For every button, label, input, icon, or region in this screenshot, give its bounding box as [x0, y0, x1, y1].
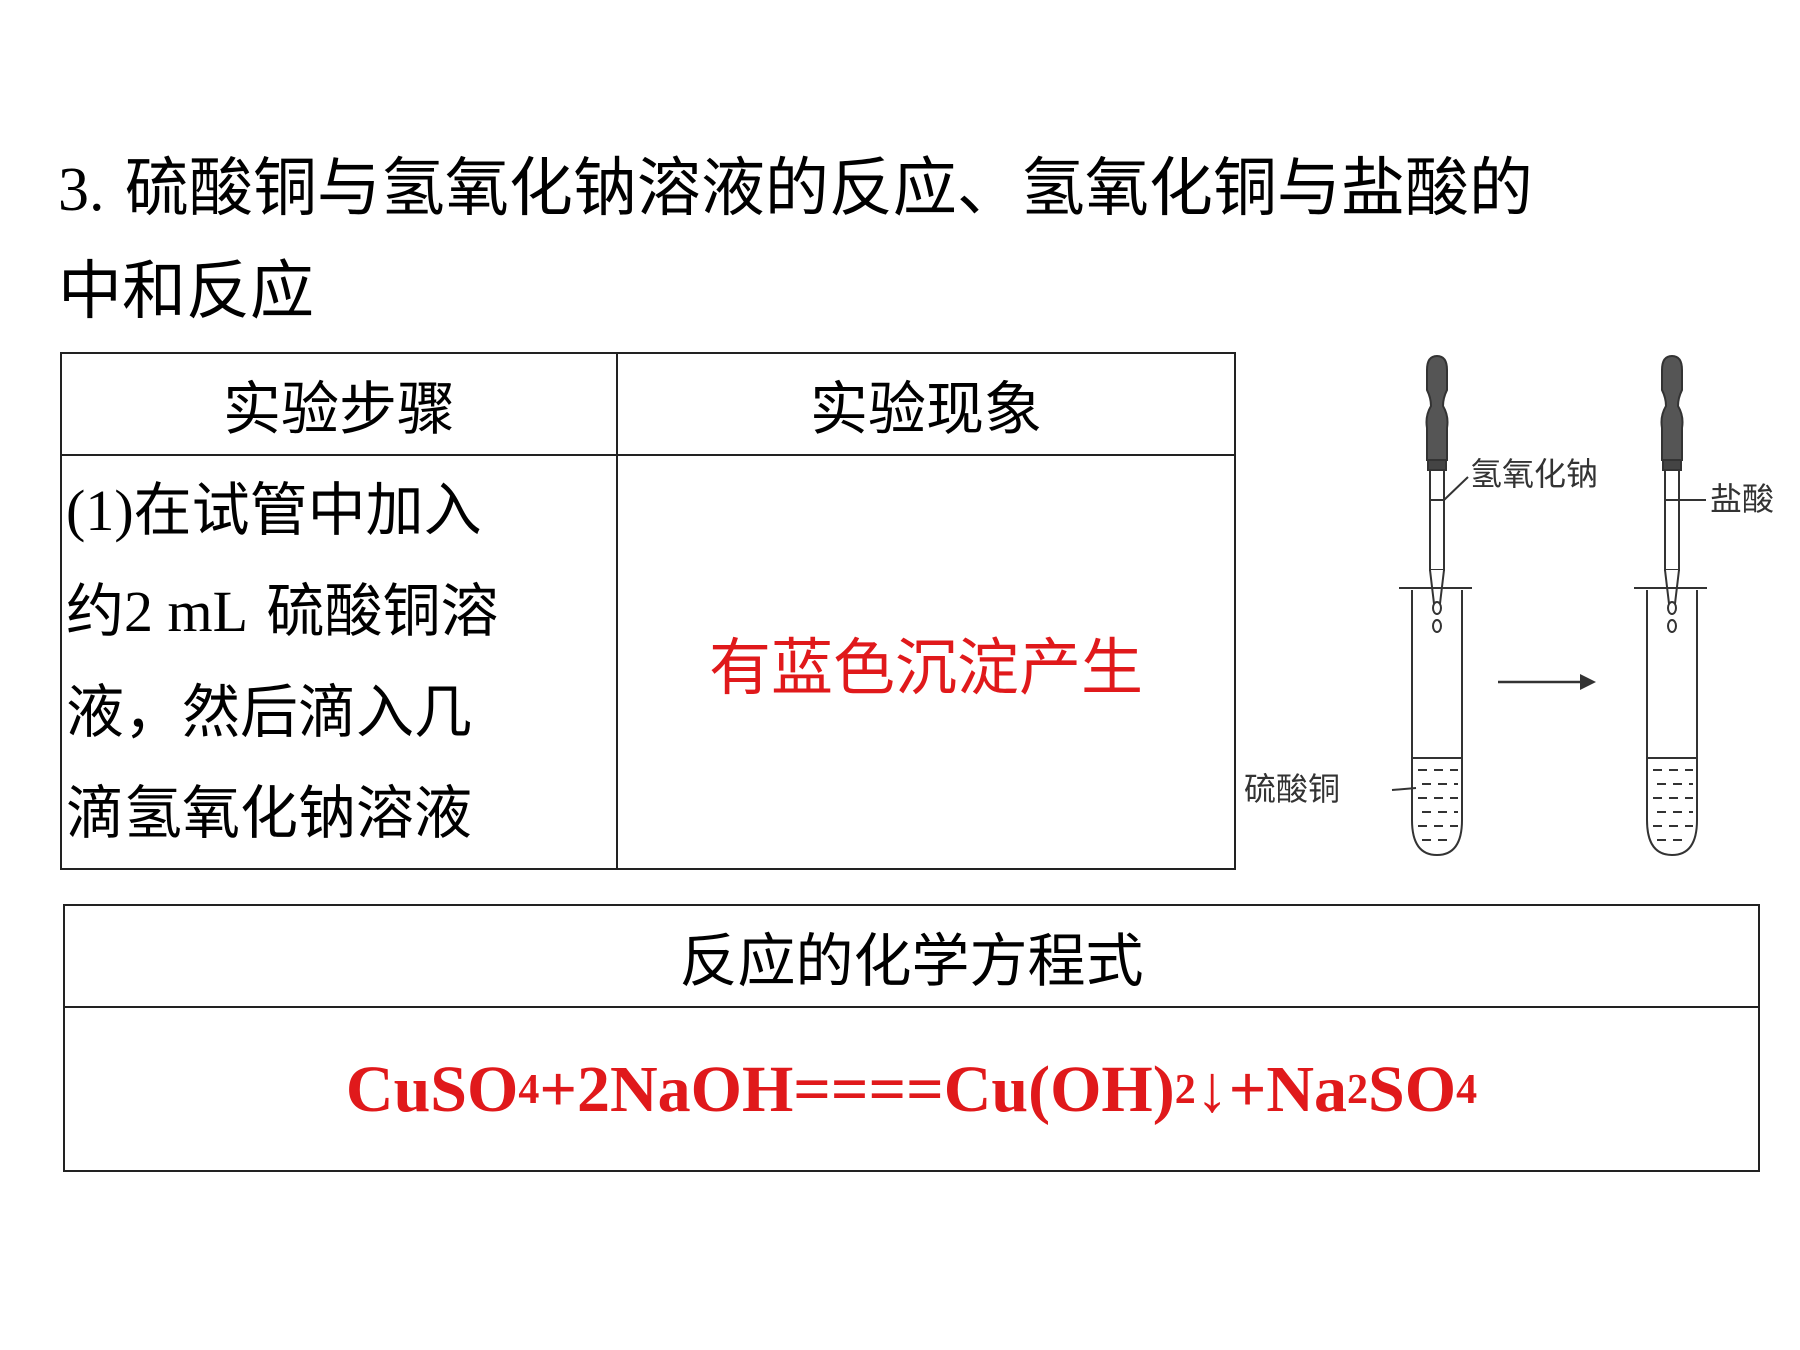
- eq-product-1: Cu(OH): [943, 1053, 1175, 1126]
- phenomenon-cell: 有蓝色沉淀产生: [616, 454, 1236, 870]
- label-cuso4: 硫酸铜: [1244, 770, 1340, 808]
- section-title: 3. 硫酸铜与氢氧化钠溶液的反应、氢氧化铜与盐酸的 中和反应: [58, 138, 1718, 344]
- step-line-4: 滴氢氧化钠溶液: [66, 779, 473, 847]
- right-dropper: [1660, 354, 1684, 633]
- table-header-row: 实验步骤 实验现象: [60, 352, 1236, 456]
- step-text-2a: 约: [66, 577, 125, 645]
- table-row: (1)在试管中加入 约2 mL 硫酸铜溶 液，然后滴入几 滴氢氧化钠溶液 有蓝色…: [60, 454, 1236, 870]
- step-cell: (1)在试管中加入 约2 mL 硫酸铜溶 液，然后滴入几 滴氢氧化钠溶液: [60, 454, 618, 870]
- label-hcl: 盐酸: [1710, 480, 1774, 518]
- step-line-3: 液，然后滴入几: [66, 678, 473, 746]
- header-phenomenon: 实验现象: [616, 352, 1236, 456]
- step-text-2b: 硫酸铜溶: [266, 577, 499, 645]
- eq-reactant-2: +2NaOH: [539, 1053, 794, 1126]
- step-number: (1): [66, 478, 134, 543]
- eq-reactant-1: CuSO: [345, 1053, 519, 1126]
- cuso4-leader-line: [1391, 787, 1417, 791]
- section-number: 3.: [58, 156, 105, 224]
- step-volume: 2 mL: [124, 579, 249, 644]
- naoh-leader-line: [1443, 476, 1469, 501]
- apparatus-diagram: 氢氧化钠 硫酸铜 盐酸: [1244, 354, 1774, 857]
- arrow-icon: [1498, 674, 1596, 690]
- right-test-tube: [1634, 587, 1707, 857]
- eq-equals: ====: [793, 1053, 944, 1126]
- eq-product-2a: +Na: [1228, 1053, 1348, 1126]
- left-test-tube: [1399, 587, 1472, 857]
- step-line-2: 约2 mL 硫酸铜溶: [66, 561, 616, 662]
- experiment-table: 实验步骤 实验现象 (1)在试管中加入 约2 mL 硫酸铜溶 液，然后滴入几 滴…: [60, 352, 1236, 870]
- header-steps: 实验步骤: [60, 352, 618, 456]
- left-dropper: [1425, 354, 1449, 633]
- eq-product-2b: SO: [1368, 1053, 1457, 1126]
- step-line-1: (1)在试管中加入: [66, 460, 616, 561]
- title-text-1: 硫酸铜与氢氧化钠溶液的反应、氢氧化铜与盐酸的: [124, 152, 1533, 226]
- precipitate-arrow-icon: ↓: [1195, 1053, 1229, 1126]
- label-naoh: 氢氧化钠: [1470, 455, 1598, 493]
- equation-heading: 反应的化学方程式: [65, 906, 1758, 1008]
- title-line-2: 中和反应: [58, 255, 314, 329]
- title-line-1: 3. 硫酸铜与氢氧化钠溶液的反应、氢氧化铜与盐酸的: [58, 138, 1718, 241]
- step-text-1: 在试管中加入: [133, 476, 482, 544]
